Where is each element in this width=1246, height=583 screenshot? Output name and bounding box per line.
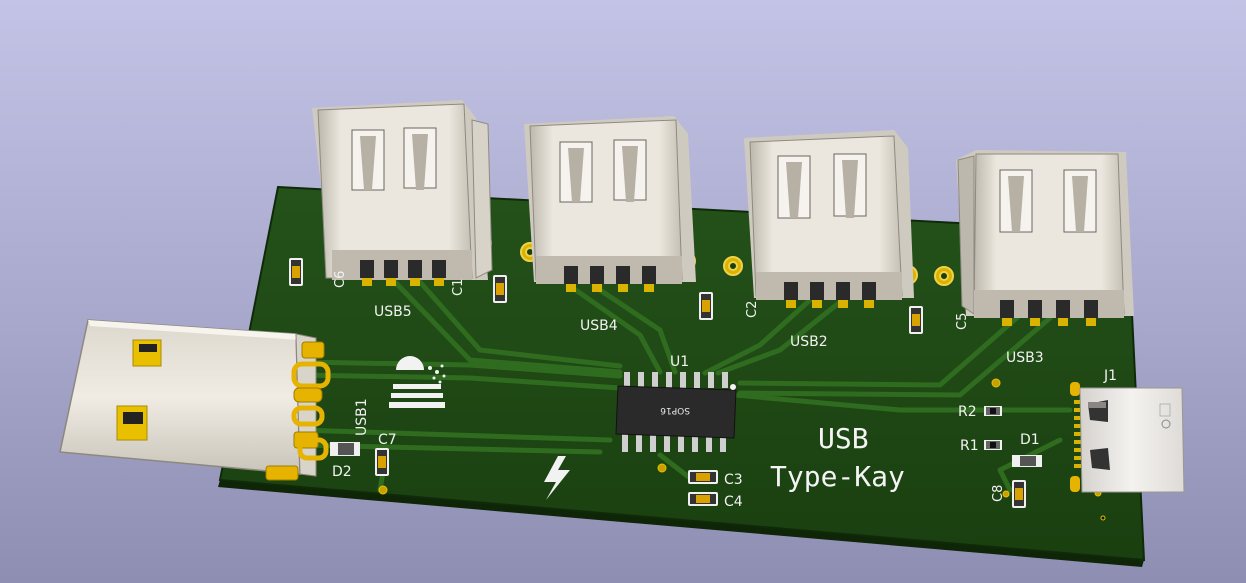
u1-label: U1	[670, 354, 689, 370]
c1-label: C1	[451, 279, 466, 296]
usb5-connector	[312, 100, 493, 286]
usb1-label: USB1	[354, 398, 370, 436]
j1-typec-connector	[1070, 382, 1185, 493]
usb4-connector	[524, 116, 696, 292]
usb2-label: USB2	[790, 334, 828, 350]
d2-label: D2	[332, 464, 352, 480]
usb5-label: USB5	[374, 304, 412, 320]
c8-label: C8	[991, 485, 1006, 502]
u1-package-label: SOP16	[660, 405, 690, 415]
capacitors	[289, 258, 1026, 508]
r2-label: R2	[958, 404, 977, 420]
usb3-label: USB3	[1006, 350, 1044, 366]
c7-label: C7	[378, 432, 397, 448]
c4-label: C4	[724, 494, 743, 510]
board-title-line1: USB	[818, 422, 869, 455]
d1-label: D1	[1020, 432, 1040, 448]
usb1-plug	[59, 319, 317, 477]
j1-label: J1	[1103, 368, 1117, 384]
vias	[378, 378, 1106, 521]
copper-traces	[297, 279, 1073, 493]
board-title-line2: Type-Kay	[770, 460, 905, 493]
silkscreen-labels: USB5 USB4 USB2 USB3 U1 J1 R2 R1 D1 D2 C7…	[332, 271, 1117, 510]
usb4-label: USB4	[580, 318, 618, 334]
c5-label: C5	[955, 313, 970, 330]
logo-icon	[389, 356, 446, 408]
r1-label: R1	[960, 438, 979, 454]
c3-label: C3	[724, 472, 743, 488]
c2-label: C2	[745, 301, 760, 318]
usb2-connector	[744, 130, 914, 308]
usb3-connector	[956, 150, 1134, 326]
lightning-bolt-icon	[544, 456, 570, 500]
u1-ic	[615, 372, 737, 452]
c6-label: C6	[333, 271, 348, 288]
usb1-pins	[265, 341, 331, 481]
resistors-diodes	[330, 406, 1042, 467]
